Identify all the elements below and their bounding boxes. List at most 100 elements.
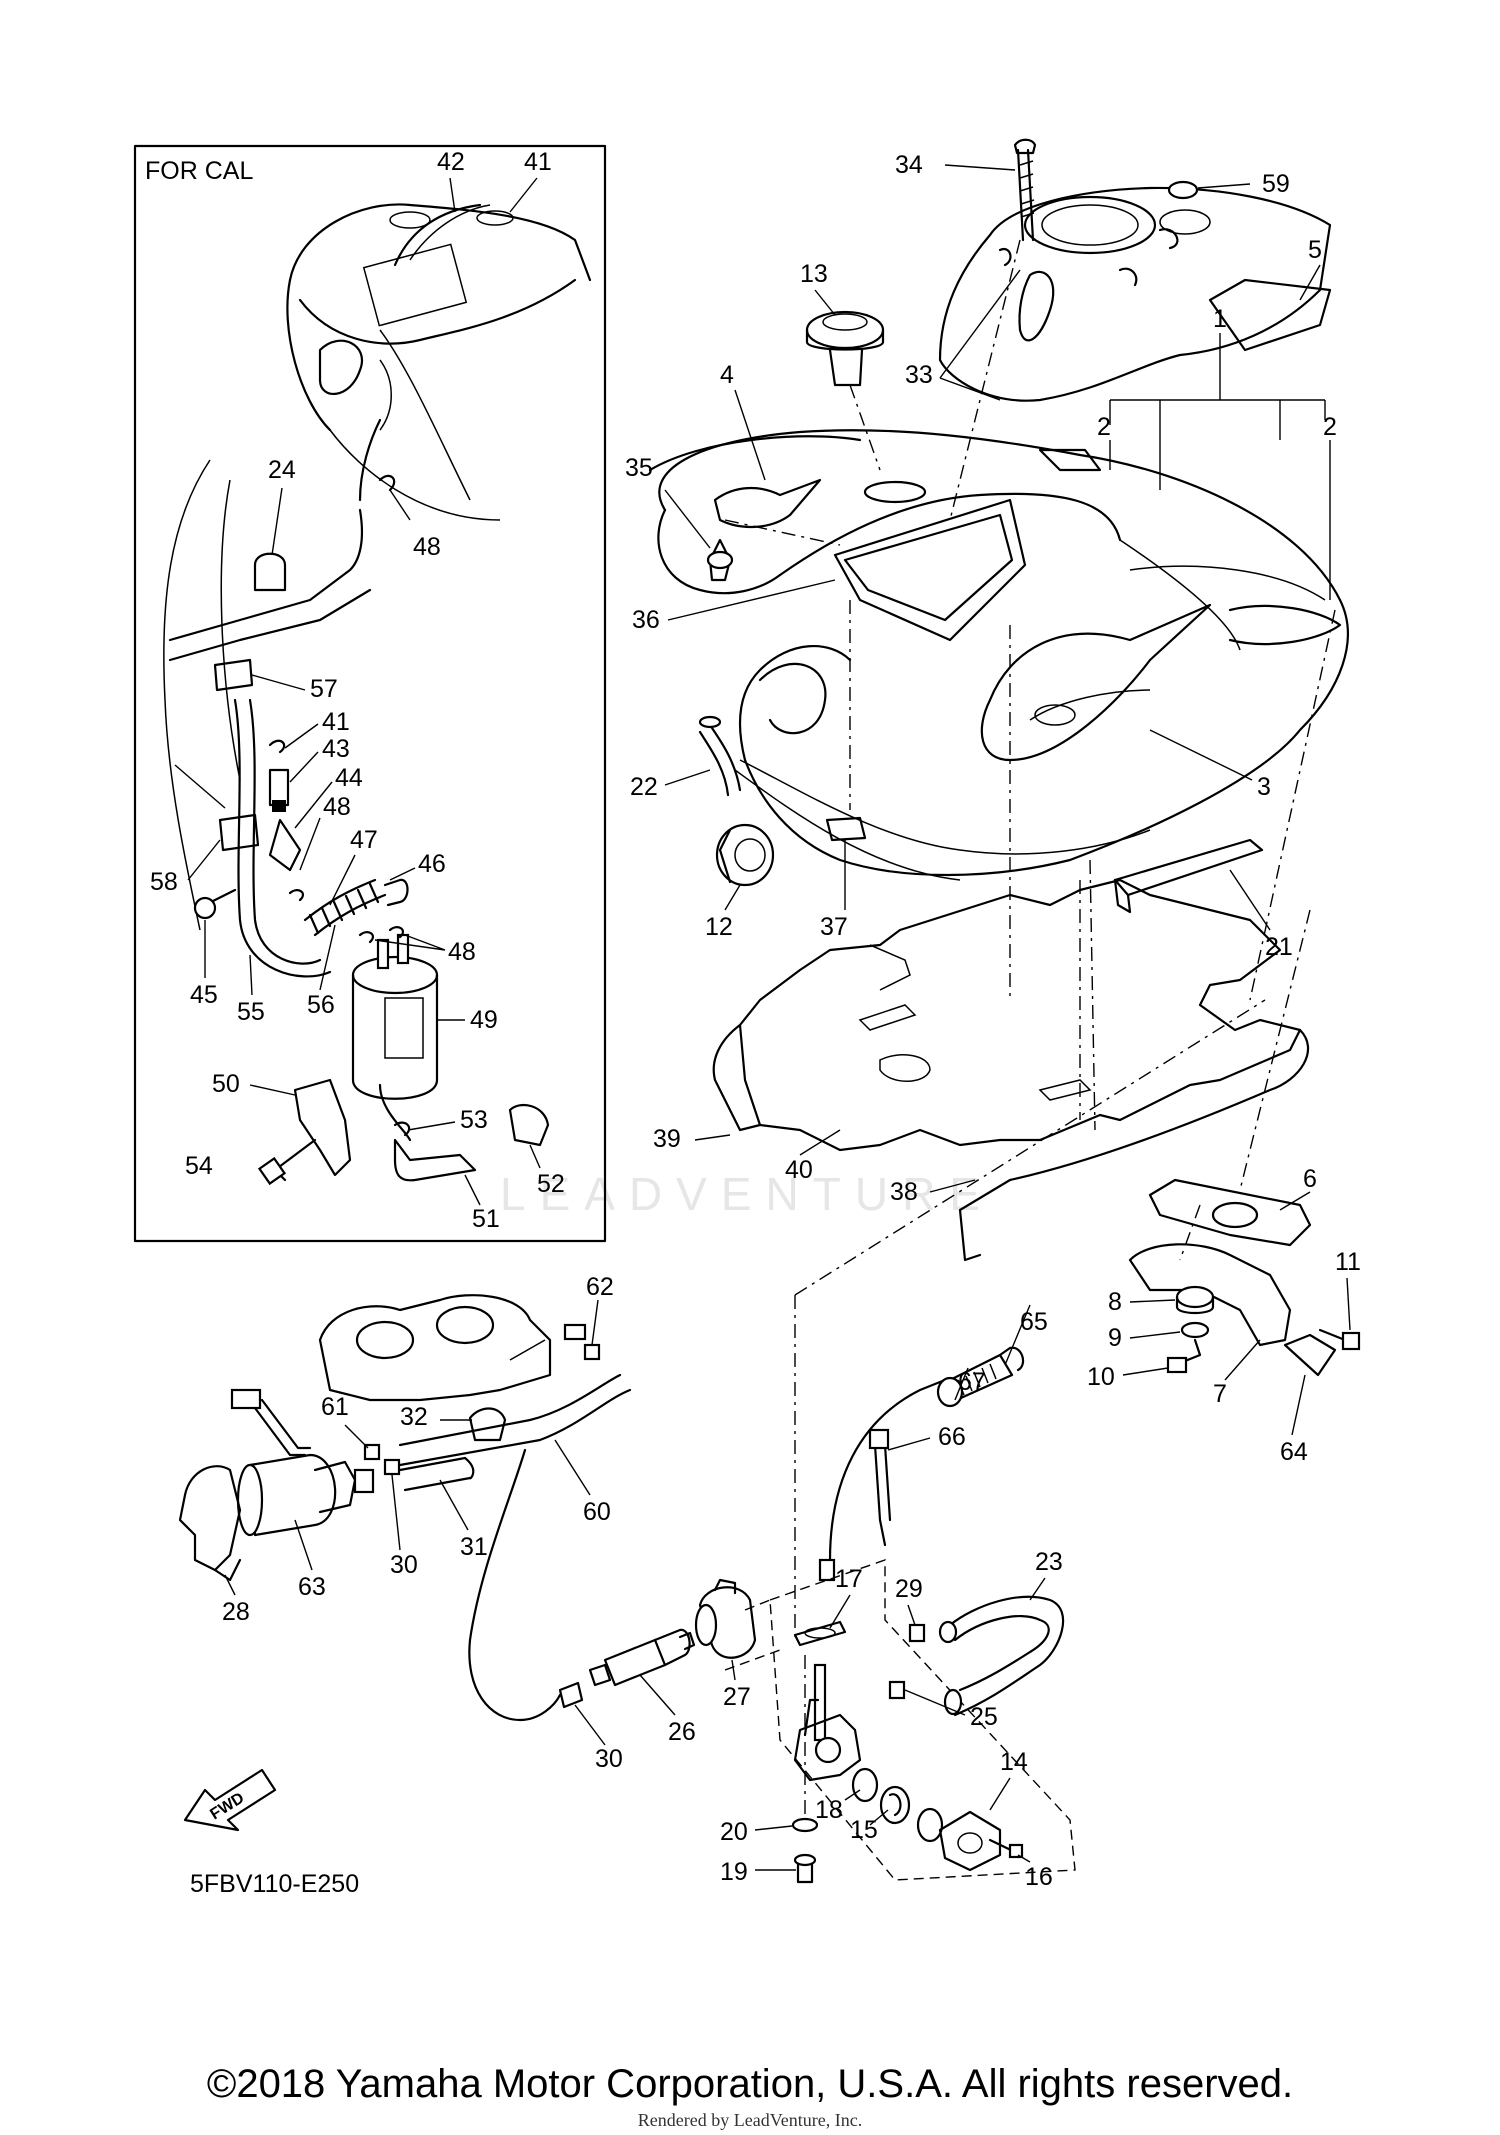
- callout-46: 46: [418, 850, 446, 878]
- cable-tie-66: [873, 1443, 892, 1547]
- callout-36: 36: [632, 606, 660, 634]
- callout-11: 11: [1335, 1248, 1361, 1276]
- callout-56: 56: [307, 991, 335, 1019]
- damper-8: [1175, 1285, 1215, 1309]
- tank-cap-frame: [833, 498, 1027, 642]
- lower-right-assembly: 65 67 66 64 17 29 23 25 14 18 15 16 20 1…: [720, 999, 1308, 1891]
- inset-label: FOR CAL: [145, 157, 253, 185]
- damper-21: [1113, 838, 1264, 897]
- decal-5: [1208, 278, 1332, 352]
- copyright-text: ©2018 Yamaha Motor Corporation, U.S.A. A…: [206, 2062, 1294, 2106]
- gasket-17: [793, 1620, 847, 1647]
- callout-6: 6: [1303, 1165, 1317, 1193]
- callout-47: 47: [350, 826, 378, 854]
- callout-9: 9: [1108, 1324, 1122, 1352]
- callout-45: 45: [190, 981, 218, 1009]
- callout-27: 27: [723, 1683, 751, 1711]
- callout-66: 66: [938, 1423, 966, 1451]
- callout-33: 33: [905, 361, 933, 389]
- plate-14: [938, 1810, 1002, 1872]
- washer-9: [1180, 1321, 1210, 1339]
- clamp-61: [363, 1443, 381, 1461]
- rendered-by-text: Rendered by LeadVenture, Inc.: [637, 2110, 863, 2130]
- fuel-cock-box-14: [769, 1559, 1076, 1881]
- clip-53: [393, 1121, 411, 1137]
- callout-62: 62: [586, 1273, 614, 1301]
- callout-23: 23: [1035, 1548, 1063, 1576]
- diagram-code: 5FBV110-E250: [190, 1870, 359, 1898]
- cover-38: [958, 1028, 1310, 1262]
- callout-41: 41: [524, 148, 552, 176]
- callout-48-c: 48: [448, 938, 476, 966]
- callout-57: 57: [310, 675, 338, 703]
- callout-48-a: 48: [413, 533, 441, 561]
- fwd-label: FWD: [207, 1790, 247, 1824]
- callout-48-b: 48: [323, 793, 351, 821]
- tank-emblem-4: [713, 478, 822, 529]
- washer-20: [791, 1817, 819, 1833]
- fuel-filter-26: [603, 1638, 667, 1687]
- callout-3: 3: [1257, 773, 1271, 801]
- fuel-pump-63: [248, 1453, 337, 1537]
- clip-48a: [378, 474, 396, 492]
- bolt-34: [1016, 148, 1035, 242]
- grommet-12: [715, 823, 775, 887]
- callout-13: 13: [800, 260, 828, 288]
- callout-29: 29: [895, 1575, 923, 1603]
- check-valve-43: [268, 768, 290, 807]
- callout-1: 1: [1213, 305, 1227, 333]
- callout-37: 37: [820, 913, 848, 941]
- heat-protector-39: [712, 1023, 762, 1132]
- callout-20: 20: [720, 1818, 748, 1846]
- throttle-body: [318, 1294, 552, 1402]
- callout-17: 17: [835, 1565, 863, 1593]
- callout-53: 53: [460, 1106, 488, 1134]
- clamp-52: [508, 1103, 550, 1147]
- hose-23: [948, 1595, 1065, 1717]
- callout-38: 38: [890, 1178, 918, 1206]
- clamp-30b: [558, 1681, 584, 1709]
- callout-50: 50: [212, 1070, 240, 1098]
- callout-39: 39: [653, 1125, 681, 1153]
- clamp-57: [213, 658, 254, 692]
- sleeve-27: [698, 1586, 757, 1659]
- clamp-30a: [383, 1458, 401, 1476]
- tank-knee-recess: [758, 662, 827, 735]
- tank-top-cover-33: [938, 186, 1332, 402]
- callout-22: 22: [630, 773, 658, 801]
- cable-65: [828, 1378, 947, 1562]
- fuel-pump-49-top: [351, 955, 439, 995]
- clamp-58: [218, 813, 260, 852]
- nut-64: [1283, 1333, 1337, 1377]
- clamp-32: [468, 1407, 507, 1442]
- bolt-11: [1318, 1328, 1347, 1342]
- damper-37: [825, 816, 867, 842]
- hose-31: [398, 1456, 472, 1492]
- callout-28: 28: [222, 1598, 250, 1626]
- callout-61: 61: [321, 1393, 349, 1421]
- callout-25: 25: [970, 1703, 998, 1731]
- callout-34: 34: [895, 151, 923, 179]
- callout-14: 14: [1000, 1748, 1028, 1776]
- packing-15: [879, 1785, 911, 1825]
- tank-emblem-3: [980, 603, 1212, 762]
- inset-fuel-cap-frame: [362, 243, 468, 327]
- callout-65: 65: [1020, 1308, 1048, 1336]
- callout-4: 4: [720, 361, 734, 389]
- fuel-filler-neck: [863, 480, 927, 504]
- callout-58: 58: [150, 868, 178, 896]
- fuel-pump-49: [351, 973, 439, 1100]
- callout-55: 55: [237, 998, 265, 1026]
- callout-49: 49: [470, 1006, 498, 1034]
- fwd-arrow: [183, 1768, 277, 1832]
- callout-18: 18: [815, 1796, 843, 1824]
- inset-emblem: [318, 339, 363, 395]
- callout-30-a: 30: [390, 1551, 418, 1579]
- callout-24: 24: [268, 456, 296, 484]
- clamp-29: [908, 1623, 926, 1643]
- callout-2-b: 2: [1323, 413, 1337, 441]
- callout-19: 19: [720, 1858, 748, 1886]
- clamp-25: [888, 1680, 906, 1700]
- callout-60: 60: [583, 1498, 611, 1526]
